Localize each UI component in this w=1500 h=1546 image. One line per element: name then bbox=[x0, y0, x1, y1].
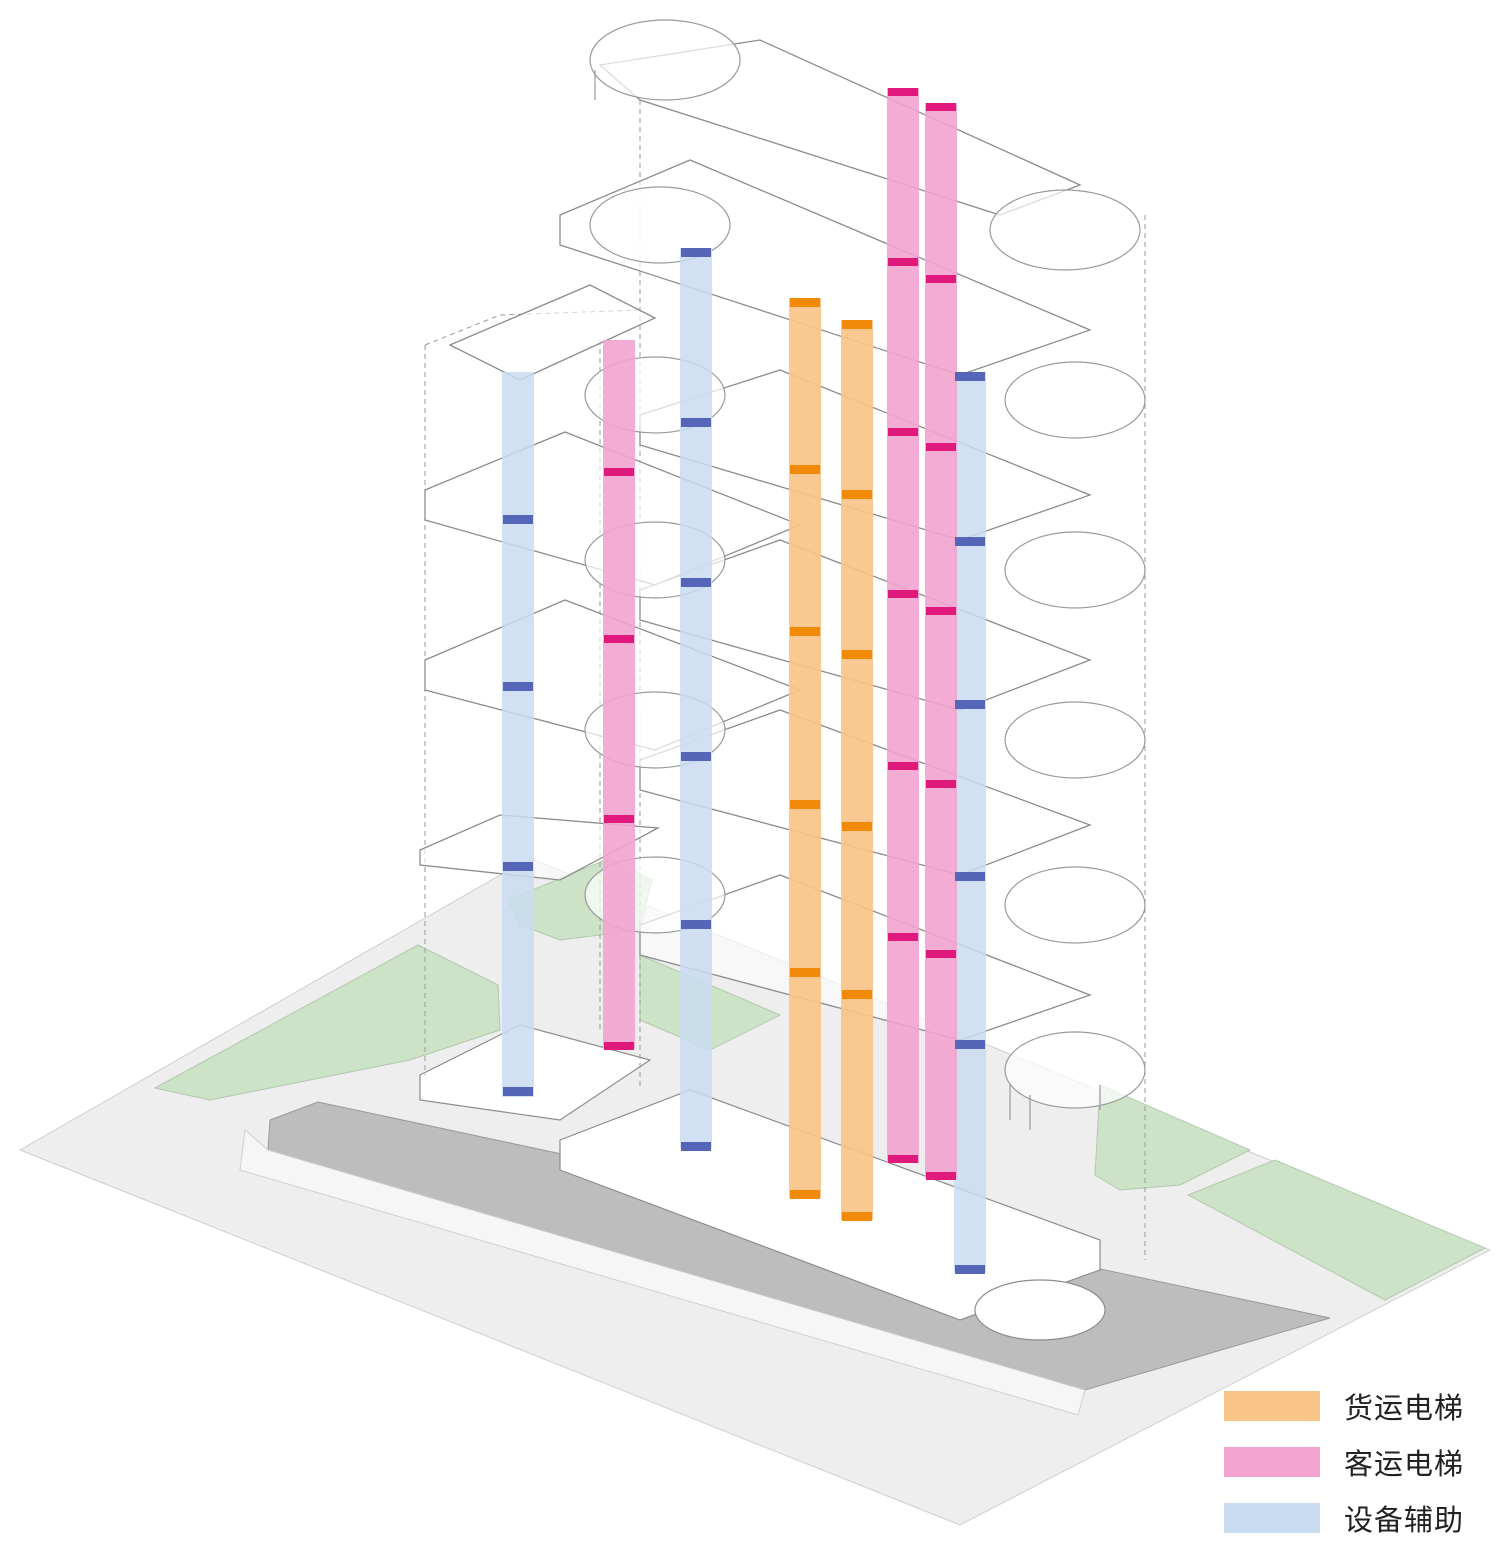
ramp-columns bbox=[594, 70, 1101, 1130]
ramp-loop-level-4-right bbox=[1004, 531, 1146, 609]
passenger-stops bbox=[604, 88, 956, 1180]
equipment-shaft-2 bbox=[680, 248, 712, 1148]
freight-shafts bbox=[789, 298, 873, 1220]
sidewalk-strip bbox=[239, 1129, 1086, 1416]
green-area-right-b bbox=[1186, 1159, 1487, 1301]
green-area-right-a bbox=[1094, 1084, 1252, 1191]
equipment-stops bbox=[503, 248, 985, 1274]
ramp-loop-level-5-right bbox=[1004, 361, 1146, 439]
ramp-loop-top-right bbox=[989, 189, 1141, 271]
legend-swatch-equipment bbox=[1224, 1503, 1320, 1533]
freight-stops bbox=[790, 298, 872, 1221]
ramp-loop-level-2-right bbox=[1004, 866, 1146, 944]
legend-item-equipment: 设备辅助 bbox=[1224, 1490, 1484, 1546]
legend-label-freight: 货运电梯 bbox=[1344, 1391, 1465, 1425]
passenger-shaft-3 bbox=[925, 103, 957, 1178]
ramp-loop-top-left bbox=[589, 19, 741, 101]
ramp-loop-level-3-right bbox=[1004, 701, 1146, 779]
ramp-loop-level-6-left bbox=[589, 186, 731, 264]
legend-item-passenger: 客运电梯 bbox=[1224, 1434, 1484, 1490]
legend-swatch-passenger bbox=[1224, 1447, 1320, 1477]
legend-label-passenger: 客运电梯 bbox=[1344, 1447, 1465, 1481]
passenger-shafts bbox=[603, 88, 957, 1178]
passenger-shaft-1 bbox=[603, 340, 635, 1048]
ramp-loop-level-1-right bbox=[1004, 1031, 1146, 1109]
legend-item-freight: 货运电梯 bbox=[1224, 1378, 1484, 1434]
green-area-left-a bbox=[153, 944, 501, 1101]
legend-label-equipment: 设备辅助 bbox=[1344, 1503, 1465, 1537]
equipment-shaft-1 bbox=[502, 372, 534, 1097]
legend-swatch-freight bbox=[1224, 1391, 1320, 1421]
freight-shaft-2 bbox=[841, 320, 873, 1220]
legend: 货运电梯 客运电梯 设备辅助 bbox=[1224, 1378, 1484, 1546]
equipment-shaft-3 bbox=[954, 372, 986, 1272]
ground-ramp-loop bbox=[974, 1279, 1106, 1341]
passenger-shaft-2 bbox=[887, 88, 919, 1163]
equipment-shafts bbox=[502, 248, 986, 1272]
freight-shaft-1 bbox=[789, 298, 821, 1198]
left-roof-plate bbox=[448, 284, 657, 381]
